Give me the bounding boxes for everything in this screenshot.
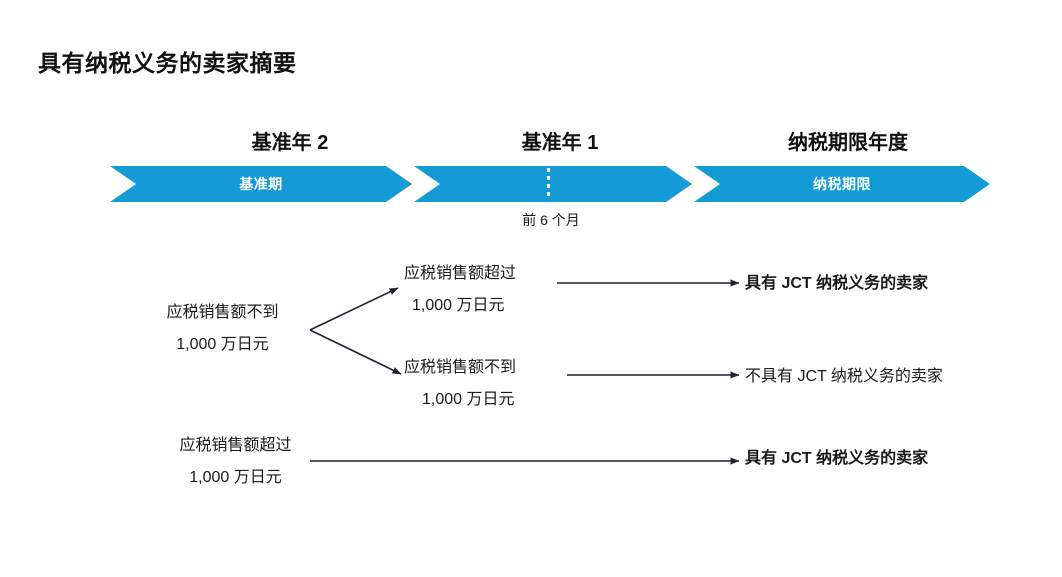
timeline-header-base-year-1: 基准年 1 (521, 132, 599, 154)
six-month-divider-dotted-line (547, 168, 550, 200)
node-prev-over-line2: 1,000 万日元 (412, 297, 505, 314)
six-month-note: 前 6 个月 (522, 212, 580, 228)
node-base-low-line2: 1,000 万日元 (176, 336, 269, 353)
chevron-base-period: 基准期 (110, 166, 412, 202)
node-base-over-line2: 1,000 万日元 (189, 469, 282, 486)
timeline-header-tax-period-year: 纳税期限年度 (788, 132, 908, 154)
node-base-low-line1: 应税销售额不到 (166, 304, 279, 321)
connector-fork-upper (309, 287, 399, 331)
node-base-over-line1: 应税销售额超过 (179, 437, 292, 454)
connector-fork-lower (309, 329, 402, 375)
chevron-tax-period: 纳税期限 (694, 166, 990, 202)
node-prev-under-line2: 1,000 万日元 (422, 391, 515, 408)
chevron-base-year-1 (414, 166, 692, 202)
node-prev-under-line1: 应税销售额不到 (404, 359, 517, 376)
chevron-tax-period-label: 纳税期限 (813, 176, 871, 192)
chevron-base-period-label: 基准期 (239, 176, 283, 192)
outcome-jct-not-liable-seller: 不具有 JCT 纳税义务的卖家 (745, 368, 943, 385)
outcome-jct-liable-seller-top: 具有 JCT 纳税义务的卖家 (745, 275, 929, 292)
timeline-header-base-year-2: 基准年 2 (251, 132, 329, 154)
node-base-year-sales-over-threshold: 应税销售额超过 1,000 万日元 (143, 430, 328, 494)
node-prev-period-sales-over-threshold: 应税销售额超过 1,000 万日元 (404, 258, 564, 322)
outcome-jct-liable-seller-bottom: 具有 JCT 纳税义务的卖家 (745, 450, 929, 467)
node-base-year-sales-under-threshold: 应税销售额不到 1,000 万日元 (130, 297, 315, 361)
node-prev-period-sales-under-threshold: 应税销售额不到 1,000 万日元 (404, 352, 564, 416)
page-title: 具有纳税义务的卖家摘要 (38, 50, 297, 76)
node-prev-over-line1: 应税销售额超过 (404, 265, 517, 282)
timeline-chevron-band: 基准期 纳税期限 (0, 166, 1062, 206)
